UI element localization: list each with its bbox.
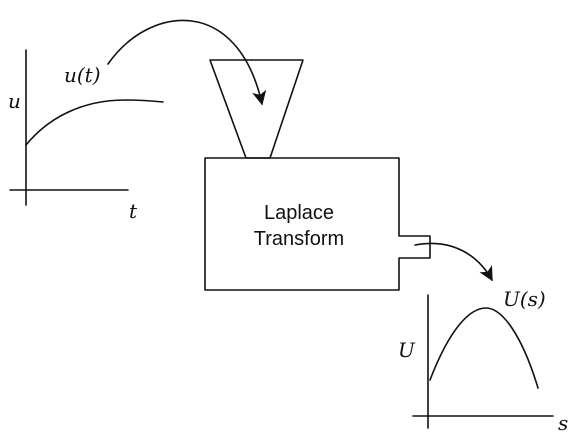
input-curve [25,99,164,146]
input-graph: u t u(t) [8,49,164,223]
output-y-label: U [398,338,416,362]
machine-label-line2: Transform [254,228,344,250]
laplace-machine: Laplace Transform [204,59,431,291]
input-arrow [107,19,267,106]
output-arrow [414,242,493,282]
output-curve [429,307,539,389]
input-x-label: t [129,199,138,223]
output-graph: U s U(s) [398,287,568,433]
machine-body [204,157,431,291]
machine-label-line1: Laplace [264,202,334,224]
input-curve-label: u(t) [64,63,101,87]
output-curve-label: U(s) [503,287,546,311]
output-x-label: s [558,411,568,433]
input-hopper [209,59,304,159]
input-y-label: u [8,89,21,113]
